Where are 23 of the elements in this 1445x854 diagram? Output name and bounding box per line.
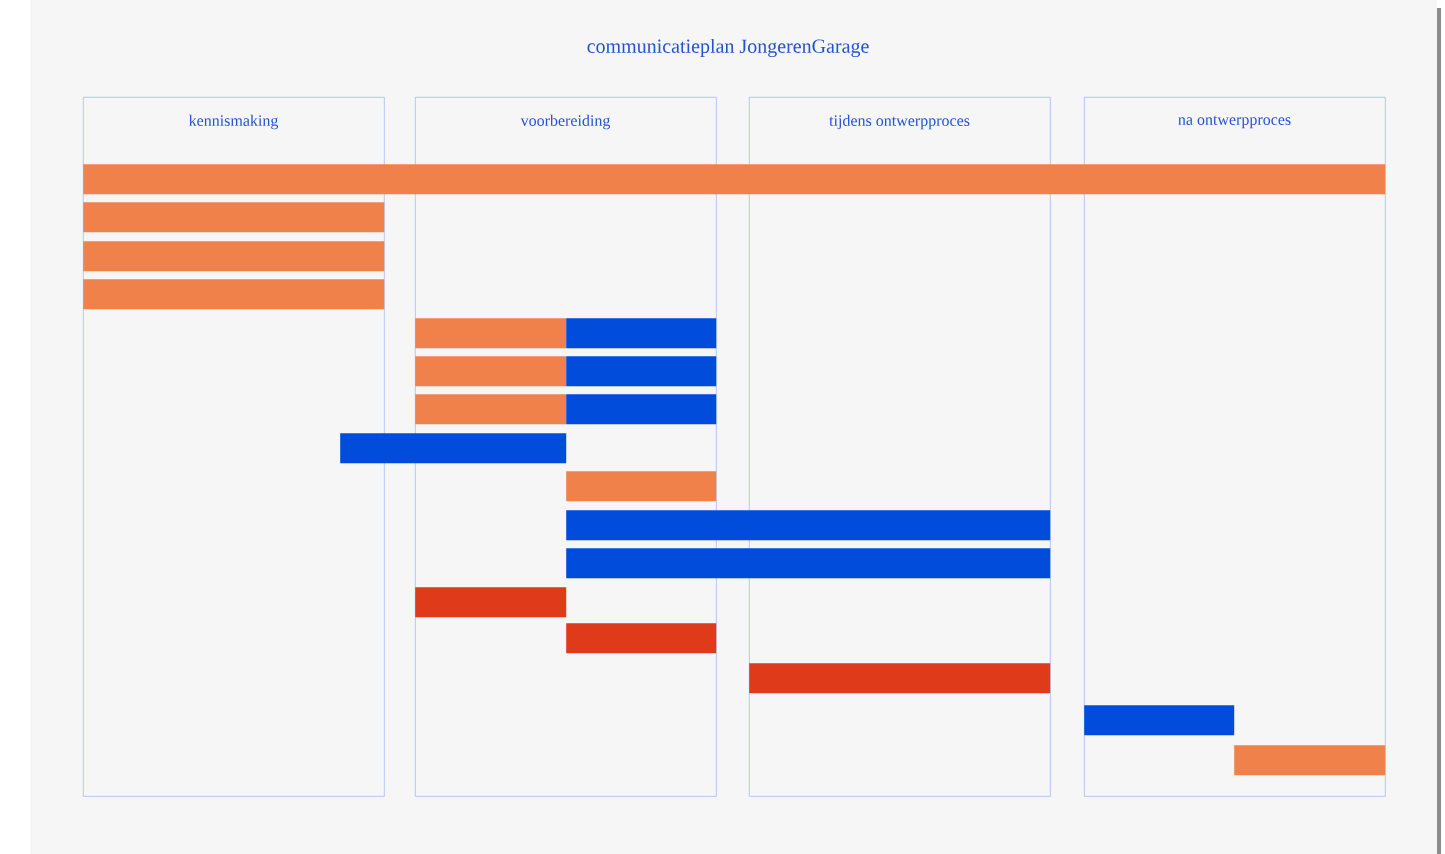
bar: [415, 587, 567, 618]
column-box: na ontwerpproces: [1084, 97, 1386, 797]
bar: [566, 623, 717, 654]
title: communicatieplan JongerenGarage: [587, 38, 869, 58]
bar: [566, 394, 717, 425]
bar: [1234, 745, 1386, 776]
bar: [1084, 705, 1235, 736]
bar: [566, 510, 1051, 541]
bar: [83, 279, 385, 310]
bar: [566, 318, 717, 349]
bar: [415, 356, 567, 387]
bar: [566, 471, 717, 502]
bar: [749, 663, 1051, 694]
bar: [415, 318, 567, 349]
bar: [340, 433, 567, 464]
bar: [566, 356, 717, 387]
bar: [83, 241, 385, 272]
bar: [415, 394, 567, 425]
column-box: kennismaking: [83, 97, 385, 797]
bar: [83, 164, 1386, 195]
bar: [566, 548, 1051, 579]
bar: [83, 202, 385, 233]
column-box: tijdens ontwerpproces: [749, 97, 1051, 797]
